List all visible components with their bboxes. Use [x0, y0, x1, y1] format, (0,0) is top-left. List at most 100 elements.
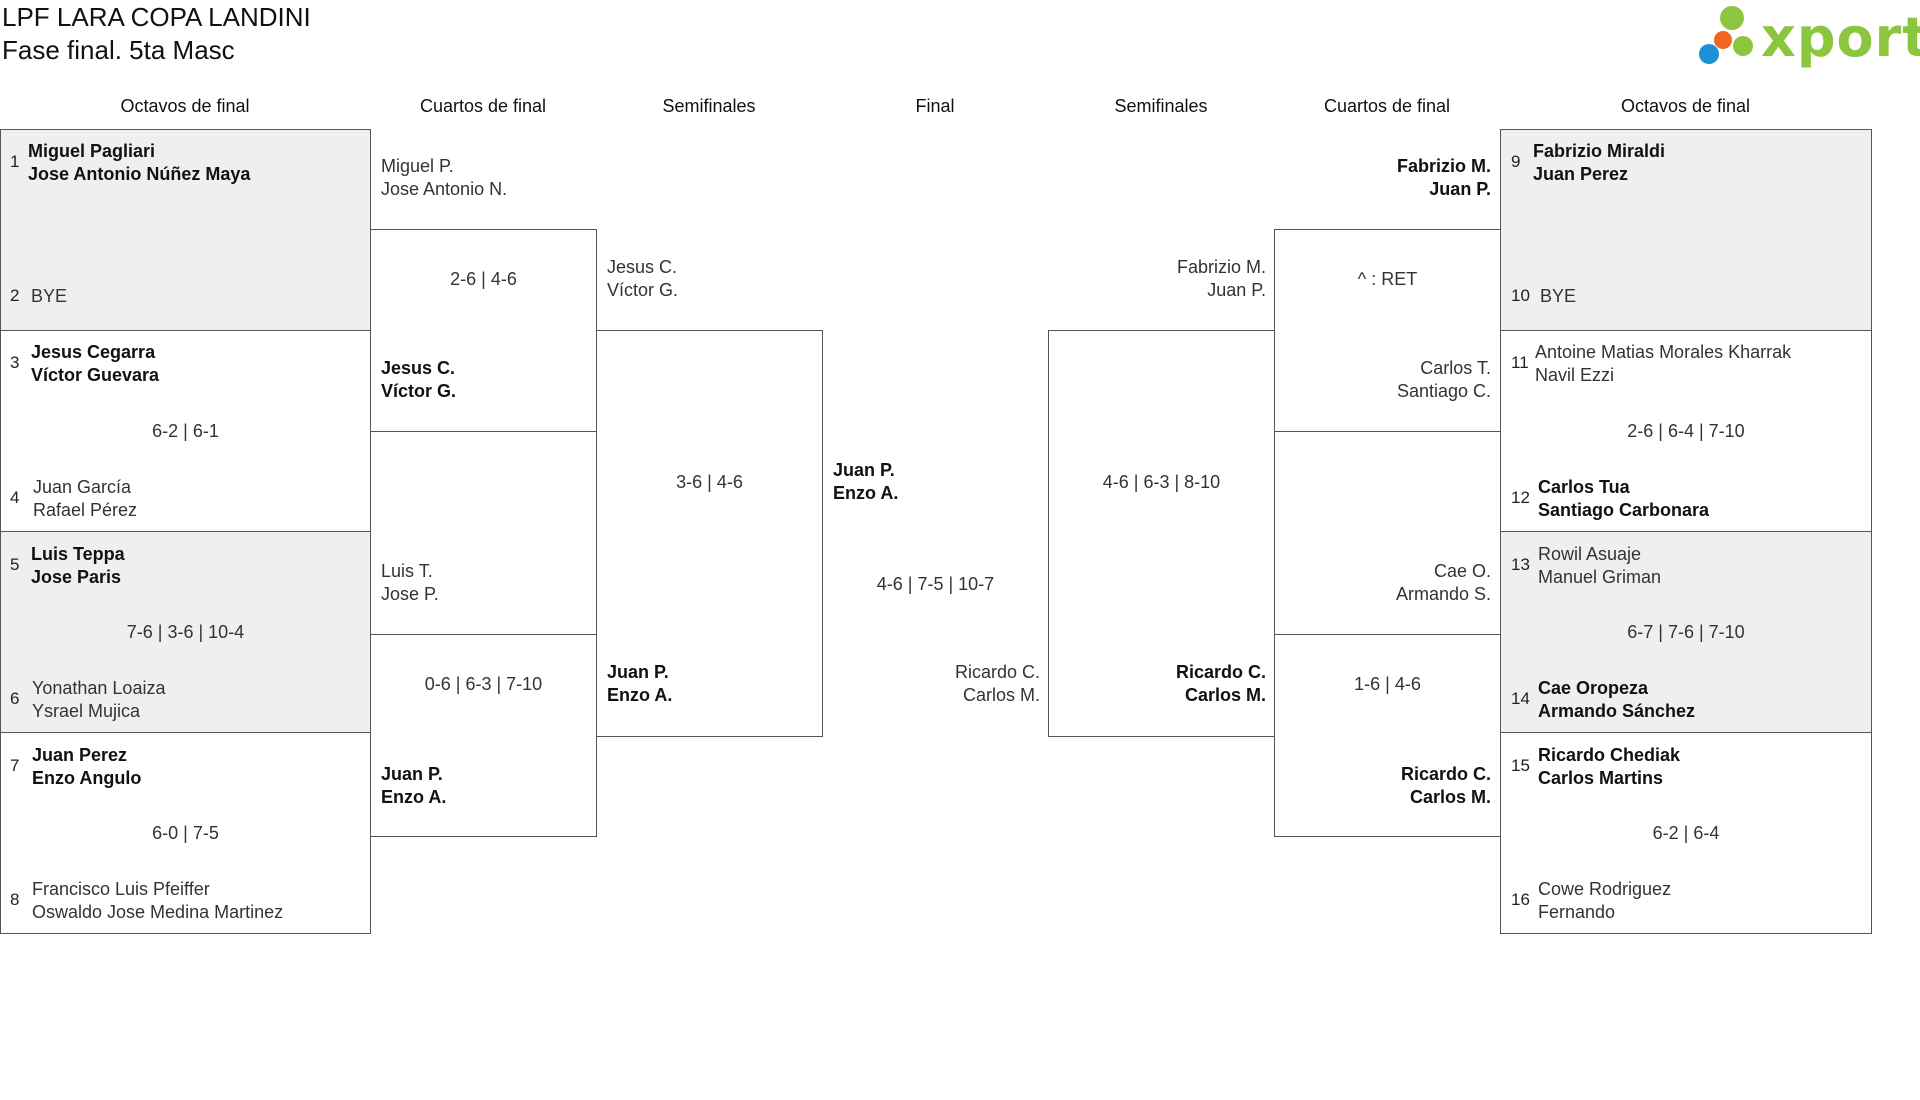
- octavos-right-match-4[interactable]: [1500, 732, 1872, 934]
- match-score: 6-0 | 7-5: [152, 823, 219, 843]
- player-name: Oswaldo Jose Medina Martinez: [32, 902, 284, 922]
- team-name: Fabrizio M. Juan P.: [1177, 256, 1266, 302]
- team-name: Cae O. Armando S.: [1396, 560, 1491, 606]
- player-name: Jose P.: [381, 584, 439, 604]
- match-score: 3-6 | 4-6: [676, 472, 743, 492]
- player-name: Fabrizio M.: [1176, 257, 1266, 277]
- player-name: Miguel P.: [381, 156, 454, 176]
- player-name: Juan P.: [607, 662, 669, 682]
- player-name: Ysrael Mujica: [32, 701, 141, 721]
- tournament-title: LPF LARA COPA LANDINI: [2, 2, 311, 32]
- player-name: Víctor Guevara: [31, 365, 160, 385]
- player-name: Jose Antonio Núñez Maya: [28, 164, 251, 184]
- player-name: Juan Perez: [1533, 164, 1629, 184]
- player-name: Juan Perez: [32, 745, 128, 765]
- player-name: Carlos Tua: [1538, 477, 1630, 497]
- team-name-winner: Carlos Tua Santiago Carbonara: [1538, 476, 1709, 522]
- player-name: Luis T.: [381, 561, 433, 581]
- octavos-left-match-3[interactable]: [0, 531, 371, 733]
- final-winner-team: Juan P. Enzo A.: [833, 459, 898, 505]
- player-name: Juan P.: [1207, 280, 1266, 300]
- xporty-logo[interactable]: xporty: [1698, 4, 1920, 74]
- team-name: Cowe Rodriguez Fernando: [1538, 878, 1671, 924]
- seed-number: 13: [1511, 555, 1530, 574]
- team-name-winner: Fabrizio Miraldi Juan Perez: [1533, 140, 1665, 186]
- final-score: 4-6 | 7-5 | 10-7: [876, 574, 995, 594]
- team-name-winner: Ricardo Chediak Carlos Martins: [1538, 744, 1680, 790]
- seed-number: 2: [10, 286, 20, 305]
- player-name: Víctor G.: [381, 381, 457, 401]
- bracket-connector: [1048, 330, 1275, 737]
- match-score: 4-6 | 6-3 | 8-10: [1102, 472, 1221, 492]
- round-header-semis-left: Semifinales: [662, 96, 756, 116]
- seed-number: 6: [10, 689, 20, 708]
- player-name: Jose Antonio N.: [381, 179, 508, 199]
- team-name: Carlos T. Santiago C.: [1397, 357, 1491, 403]
- team-name-winner: Cae Oropeza Armando Sánchez: [1538, 677, 1695, 723]
- seed-number: 8: [10, 890, 20, 909]
- phase-subtitle: Fase final. 5ta Masc: [2, 35, 235, 65]
- player-name: Jose Paris: [31, 567, 122, 587]
- octavos-right-match-1[interactable]: [1500, 129, 1872, 331]
- player-name: Fabrizio Miraldi: [1533, 141, 1666, 161]
- player-name: Manuel Griman: [1538, 567, 1662, 587]
- player-name: Ricardo Chediak: [1538, 745, 1681, 765]
- team-name: Francisco Luis Pfeiffer Oswaldo Jose Med…: [32, 878, 283, 924]
- seed-number: 10: [1511, 286, 1530, 305]
- team-name: Rowil Asuaje Manuel Griman: [1538, 543, 1661, 589]
- player-name: Enzo A.: [833, 483, 899, 503]
- player-name: Jesus Cegarra: [31, 342, 156, 362]
- round-header-cuartos-left: Cuartos de final: [419, 96, 547, 116]
- player-name: Cae Oropeza: [1538, 678, 1649, 698]
- player-name: Yonathan Loaiza: [32, 678, 166, 698]
- player-name: Enzo A.: [607, 685, 673, 705]
- player-name: Víctor G.: [607, 280, 679, 300]
- player-name: Armando Sánchez: [1538, 701, 1696, 721]
- team-name-winner: Ricardo C. Carlos M.: [1401, 763, 1491, 809]
- player-name: Luis Teppa: [31, 544, 125, 564]
- team-name: Jesus C. Víctor G.: [607, 256, 678, 302]
- player-name: Enzo A.: [381, 787, 447, 807]
- team-name: Yonathan Loaiza Ysrael Mujica: [32, 677, 165, 723]
- seed-number: 11: [1511, 353, 1529, 372]
- team-name: BYE: [31, 285, 67, 308]
- match-score: 6-2 | 6-1: [152, 421, 219, 441]
- logo-dot-green-icon: [1720, 6, 1744, 30]
- seed-number: 15: [1511, 756, 1530, 775]
- logo-wordmark: xporty: [1761, 6, 1920, 69]
- player-name: Carlos T.: [1420, 358, 1491, 378]
- player-name: Ricardo C.: [954, 662, 1040, 682]
- player-name: Juan P.: [1429, 179, 1491, 199]
- player-name: Carlos M.: [1409, 787, 1491, 807]
- player-name: Jesus C.: [381, 358, 456, 378]
- seed-number: 16: [1511, 890, 1530, 909]
- player-name: Navil Ezzi: [1535, 365, 1615, 385]
- team-name-winner: Ricardo C. Carlos M.: [1176, 661, 1266, 707]
- player-name: Ricardo C.: [1175, 662, 1266, 682]
- team-name-winner: Luis Teppa Jose Paris: [31, 543, 125, 589]
- team-name: Juan García Rafael Pérez: [33, 476, 137, 522]
- round-header-semis-right: Semifinales: [1114, 96, 1208, 116]
- player-name: Cowe Rodriguez: [1538, 879, 1672, 899]
- team-name-winner: Juan P. Enzo A.: [607, 661, 672, 707]
- seed-number: 1: [10, 152, 20, 171]
- seed-number: 5: [10, 555, 20, 574]
- logo-dot-orange-icon: [1714, 31, 1732, 49]
- player-name: Juan García: [33, 477, 132, 497]
- seed-number: 12: [1511, 488, 1530, 507]
- seed-number: 9: [1511, 152, 1521, 171]
- player-name: Miguel Pagliari: [28, 141, 156, 161]
- octavos-left-match-1[interactable]: [0, 129, 371, 331]
- player-name: Santiago Carbonara: [1538, 500, 1710, 520]
- player-name: Antoine Matias Morales Kharrak: [1535, 342, 1792, 362]
- player-name: Cae O.: [1433, 561, 1491, 581]
- player-name: Juan P.: [381, 764, 443, 784]
- round-header-octavos-right: Octavos de final: [1620, 96, 1751, 116]
- round-header-final: Final: [915, 96, 955, 116]
- player-name: Carlos M.: [962, 685, 1040, 705]
- player-name: Fernando: [1538, 902, 1616, 922]
- team-name-winner: Jesus C. Víctor G.: [381, 357, 456, 403]
- player-name: Santiago C.: [1396, 381, 1491, 401]
- match-score: 0-6 | 6-3 | 7-10: [424, 674, 543, 694]
- team-name: BYE: [1540, 285, 1576, 308]
